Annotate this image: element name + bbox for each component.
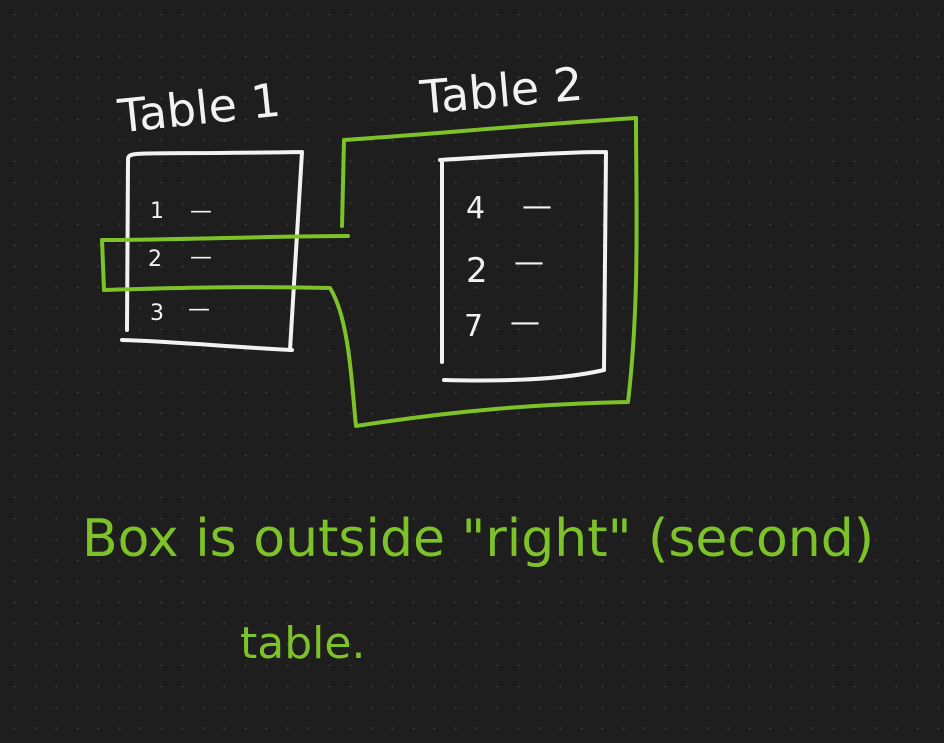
table2-row-2-key: 2 (466, 251, 488, 291)
caption-line-1: Box is outside "right" (second) (82, 509, 874, 569)
table2-box (438, 150, 608, 383)
table1-box (120, 150, 304, 352)
table1-row-3-dash: — (188, 297, 210, 322)
table1-row-2-dash: — (190, 245, 212, 270)
table2-row-1-key: 4 (466, 191, 485, 226)
table2-title: Table 2 (417, 57, 585, 125)
table1-title: Table 1 (114, 73, 283, 144)
table1-row-1-dash: — (190, 199, 212, 224)
table2-row-2-dash: — (514, 245, 544, 280)
green-highlight-outline (100, 116, 639, 428)
caption-line-2: table. (240, 618, 365, 669)
table2-row-1-dash: — (522, 189, 552, 224)
table1-row-1-key: 1 (150, 199, 164, 224)
table1-row-3-key: 3 (150, 301, 164, 326)
table2-row-3-dash: — (510, 305, 540, 340)
table1-row-2-key: 2 (148, 247, 162, 272)
table2-row-3-key: 7 (464, 309, 483, 344)
